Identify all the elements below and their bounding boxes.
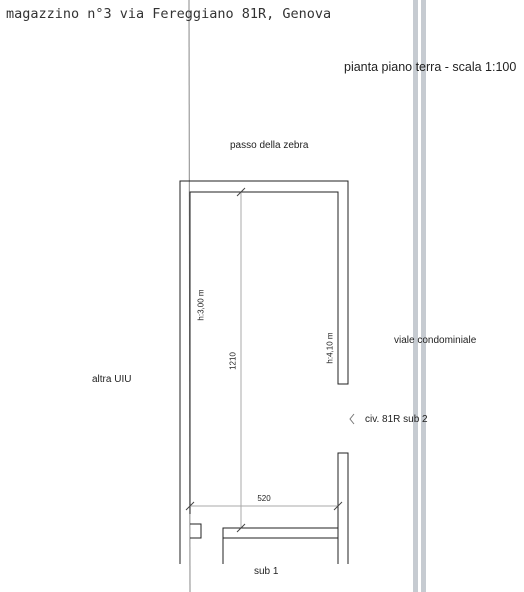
height-label-left: h:3,00 m xyxy=(196,289,206,321)
dimensions xyxy=(190,192,338,528)
label-right: viale condominiale xyxy=(394,335,477,346)
height-label-right: h:4,10 m xyxy=(325,332,335,364)
width-dimension-label: 520 xyxy=(257,494,271,503)
label-bottom: sub 1 xyxy=(254,566,279,577)
label-entrance: civ. 81R sub 2 xyxy=(365,414,428,425)
scale-label: pianta piano terra - scala 1:100 xyxy=(344,60,517,74)
length-dimension-label: 1210 xyxy=(228,352,238,370)
entrance-arrow-icon xyxy=(349,413,355,425)
label-top: passo della zebra xyxy=(230,140,309,151)
gray-band xyxy=(413,0,418,592)
label-left: altra UIU xyxy=(92,374,132,385)
page-title: magazzino n°3 via Fereggiano 81R, Genova xyxy=(6,6,332,22)
walls xyxy=(179,180,349,564)
gray-band-2 xyxy=(421,0,426,592)
dimension-ticks xyxy=(185,187,343,533)
